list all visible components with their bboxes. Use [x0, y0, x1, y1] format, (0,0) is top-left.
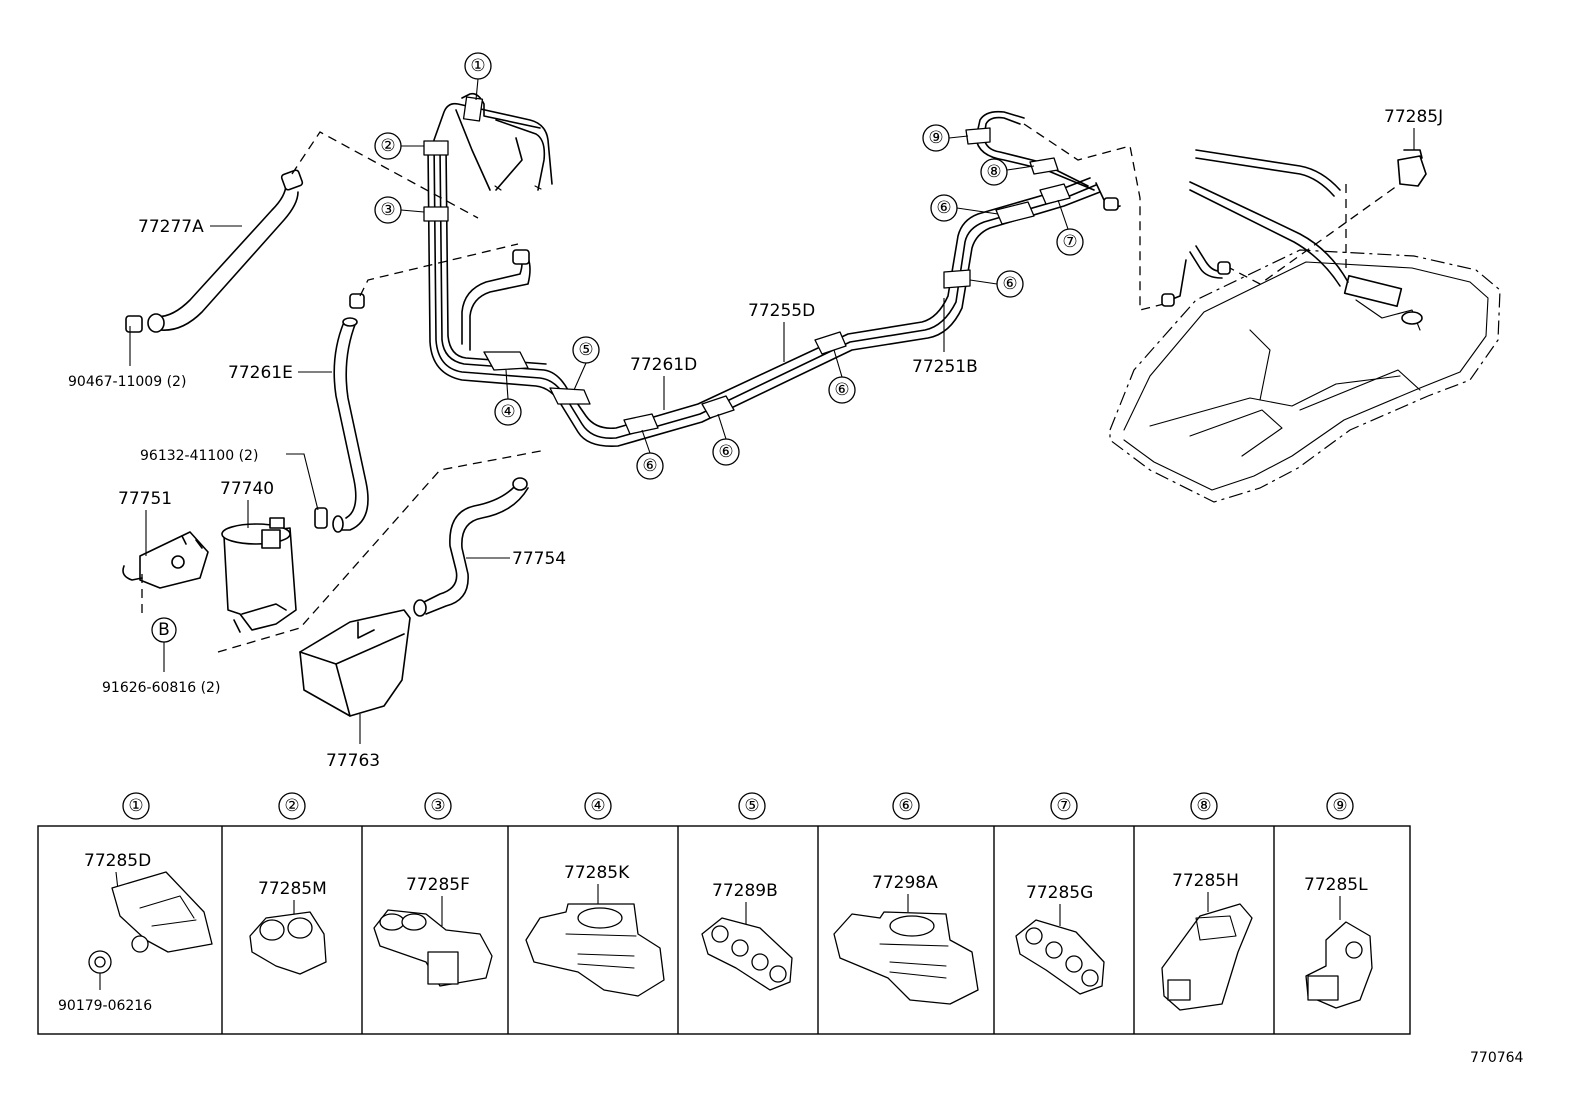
table-part-1: 77285D: [84, 851, 151, 871]
callout-3: ③: [380, 200, 395, 220]
label-90467-11009: 90467-11009 (2): [68, 374, 186, 390]
table-head-2: ②: [284, 796, 299, 816]
hose-77277a: [125, 169, 304, 333]
table-head-9: ⑨: [1332, 796, 1347, 816]
table-head-7: ⑦: [1056, 796, 1071, 816]
label-77251b: 77251B: [912, 357, 978, 377]
clamp-77285j-drawing: [1397, 149, 1427, 187]
hose-77754: [413, 477, 529, 617]
table-head-4: ④: [590, 796, 605, 816]
canister-77740: [221, 517, 297, 633]
callout-5: ⑤: [578, 340, 593, 360]
bracket-77751: [122, 531, 209, 589]
hose-77261e: [314, 293, 369, 533]
table-part-5: 77289B: [712, 881, 778, 901]
label-77754: 77754: [512, 549, 566, 569]
table-head-5: ⑤: [744, 796, 759, 816]
callout-6d: ⑥: [1002, 274, 1017, 294]
callout-6e: ⑥: [936, 198, 951, 218]
callout-6b: ⑥: [718, 442, 733, 462]
table-head-3: ③: [430, 796, 445, 816]
table-head-8: ⑧: [1196, 796, 1211, 816]
callout-2: ②: [380, 136, 395, 156]
diagram-code: 770764: [1470, 1050, 1524, 1066]
callout-1: ①: [470, 56, 485, 76]
label-77255d: 77255D: [748, 301, 815, 321]
label-77277a: 77277A: [138, 217, 204, 237]
callout-9: ⑨: [928, 128, 943, 148]
table-part-9: 77285L: [1304, 875, 1368, 895]
clamp-table: ① ② ③ ④ ⑤ ⑥ ⑦ ⑧ ⑨ 77285D 90179-06216 772…: [37, 792, 1411, 1035]
table-head-1: ①: [128, 796, 143, 816]
label-96132-41100: 96132-41100 (2): [140, 448, 258, 464]
table-part-2: 77285M: [258, 879, 327, 899]
table-extra-1: 90179-06216: [58, 998, 152, 1014]
label-91626-60816: 91626-60816 (2): [102, 680, 220, 696]
part-labels: 77277A 90467-11009 (2) 77261E 96132-4110…: [68, 107, 1524, 1066]
table-part-8: 77285H: [1172, 871, 1239, 891]
callout-8: ⑧: [986, 162, 1001, 182]
ref-b-label: B: [158, 620, 170, 640]
table-head-6: ⑥: [898, 796, 913, 816]
fuel-tank: [1109, 249, 1501, 503]
callout-7: ⑦: [1062, 232, 1077, 252]
label-77261d: 77261D: [630, 355, 697, 375]
filter-box-77763: [299, 609, 411, 717]
label-77751: 77751: [118, 489, 172, 509]
bundle-clamps: [423, 96, 1071, 435]
fuel-pipe-bundle: [427, 92, 1121, 448]
table-part-7: 77285G: [1026, 883, 1093, 903]
callout-6a: ⑥: [642, 456, 657, 476]
callout-4: ④: [500, 402, 515, 422]
label-77285j: 77285J: [1384, 107, 1443, 127]
drawing-callouts: ① ② ③ ④ ⑤ ⑥ ⑥ ⑥ ⑥ ⑥ ⑦ ⑧: [374, 52, 1084, 480]
label-77763: 77763: [326, 751, 380, 771]
table-part-3: 77285F: [406, 875, 470, 895]
table-part-4: 77285K: [564, 863, 630, 883]
callout-6c: ⑥: [834, 380, 849, 400]
label-77740: 77740: [220, 479, 274, 499]
table-part-6: 77298A: [872, 873, 938, 893]
label-77261e: 77261E: [228, 363, 293, 383]
vent-hose-right: [1161, 149, 1349, 307]
